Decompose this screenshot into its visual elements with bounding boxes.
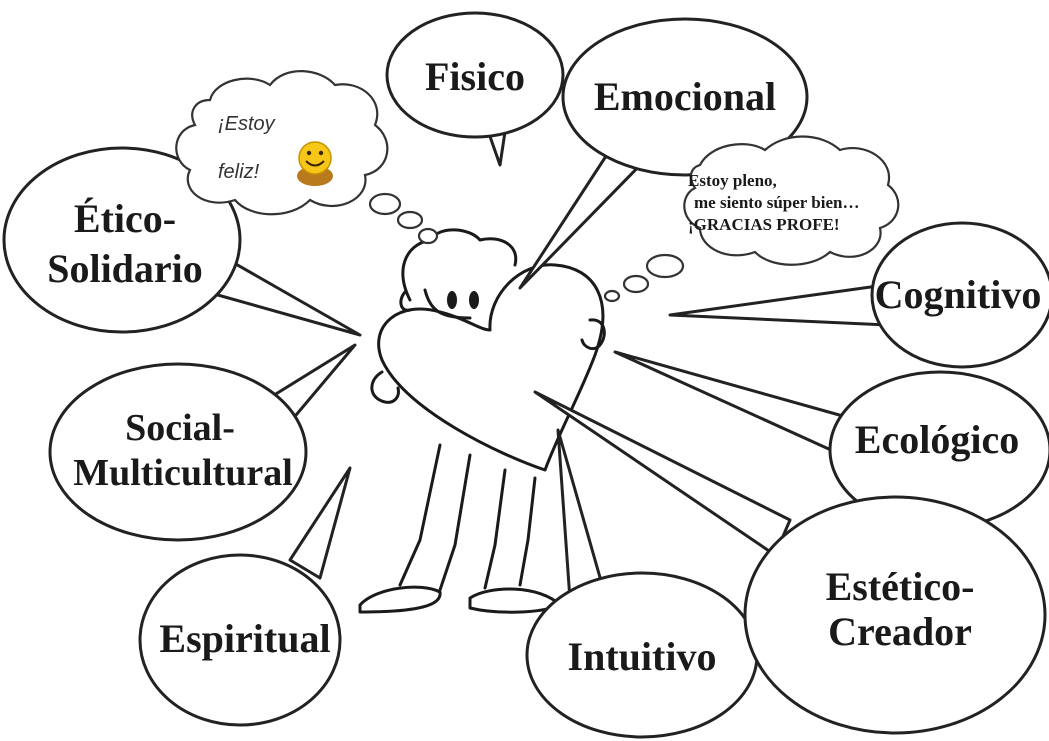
bubble-intuitivo: Intuitivo [525,428,759,739]
thought-cloud-happy: ¡Estoy feliz! [175,70,439,245]
bubble-social-multicultural: Social- Multicultural [48,343,357,542]
thought-happy-line1: ¡Estoy [218,113,276,135]
label-cognitivo: Cognitivo [875,272,1042,317]
thought-grateful-line1: Estoy pleno, [688,171,777,190]
label-emocional: Emocional [594,74,776,119]
smiley-icon [297,141,333,186]
label-social: Social- [125,407,235,449]
thought-grateful-line3: ¡GRACIAS PROFE! [688,215,840,234]
bubble-espiritual: Espiritual [138,466,352,727]
label-ecologico: Ecológico [855,417,1019,462]
label-etico: Ético- [74,196,176,241]
bubble-etico-solidario: Ético- Solidario [2,146,362,337]
label-fisico: Fisico [425,54,525,99]
label-estetico: Estético- [826,564,975,609]
bubble-estetico-creador: Estético- Creador [533,390,1047,735]
child-holding-heart-illustration [358,228,606,614]
bubble-cognitivo: Cognitivo [668,221,1049,369]
bubble-emocional: Emocional [518,17,809,290]
label-solidario: Solidario [47,246,203,291]
thought-grateful-line2: me siento súper bien… [694,193,859,212]
thought-happy-line2: feliz! [218,161,260,183]
label-intuitivo: Intuitivo [568,634,717,679]
label-multicultural: Multicultural [73,452,293,494]
bubble-fisico: Fisico [385,11,565,167]
label-espiritual: Espiritual [159,616,330,661]
label-creador: Creador [828,609,972,654]
bubble-ecologico: Ecológico [613,350,1049,530]
thought-cloud-grateful: Estoy pleno, me siento súper bien… ¡GRAC… [603,135,900,303]
